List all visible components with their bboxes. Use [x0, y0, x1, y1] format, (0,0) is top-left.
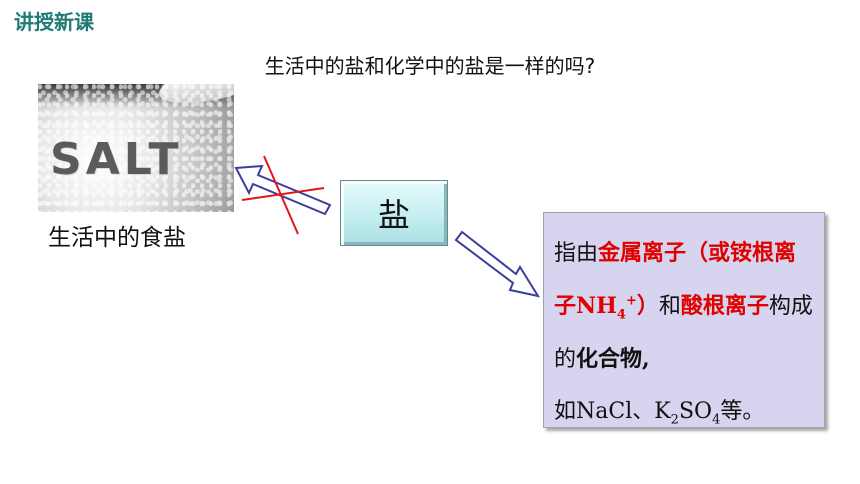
def-ammonium-formula: NH	[576, 293, 617, 319]
def-constitute: 构成的	[554, 294, 813, 372]
salt-photo: SALT	[38, 84, 234, 212]
def-example-sub-1: 2	[670, 412, 679, 428]
def-ammonium-sup: +	[625, 293, 637, 309]
def-ammonium: NH4+	[576, 293, 637, 323]
salt-grain-texture	[38, 84, 234, 212]
def-text-1: 指由	[554, 241, 599, 266]
def-close-paren: ）	[636, 293, 659, 319]
def-ammonium-sub: 4	[616, 307, 626, 323]
salt-concept-box: 盐	[340, 180, 448, 246]
section-title: 讲授新课	[14, 10, 94, 34]
def-example-sub-2: 4	[712, 412, 721, 428]
arrow-to-definition	[454, 230, 541, 298]
photo-caption: 生活中的食盐	[48, 225, 186, 251]
def-metal-ion: 金属离子（或铵根离子	[554, 240, 797, 319]
definition-box: 指由金属离子（或铵根离子NH4+）和酸根离子构成的化合物,如NaCl、K2SO4…	[543, 212, 825, 428]
salt-concept-label: 盐	[377, 196, 410, 234]
cross-line-2	[241, 187, 325, 201]
def-compound: 化合物,	[576, 346, 650, 372]
def-example-end: 等。	[720, 399, 765, 424]
def-example-1: 如NaCl、K	[554, 399, 671, 424]
arrow-to-photo	[234, 164, 332, 216]
salt-word: SALT	[50, 134, 183, 185]
def-acid-radical: 酸根离子	[680, 293, 769, 319]
def-example-2: SO	[678, 399, 713, 424]
def-and: 和	[658, 294, 681, 319]
question-text: 生活中的盐和化学中的盐是一样的吗?	[264, 54, 596, 78]
